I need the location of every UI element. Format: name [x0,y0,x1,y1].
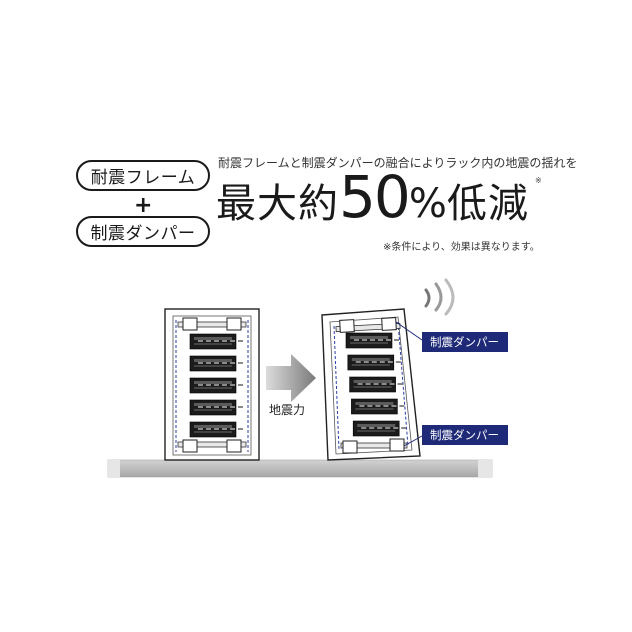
force-arrow [266,354,316,402]
rack-tilted [321,308,421,461]
ground-slab [107,459,493,478]
seismic-frame-label: 耐震フレーム [90,168,196,188]
ground-edge-left [108,460,120,477]
left-server-unit [189,333,243,350]
right-server-unit [351,398,405,415]
headline-percent: % [408,181,447,227]
headline-asterisk: ※ [535,176,542,185]
damper-callout-top-text: 制震ダンパー [430,335,499,349]
left-server-unit [189,399,243,416]
rack-static [164,308,260,461]
headline: 最大約 50 % 低減 [216,168,529,229]
damper-callout-bottom-text: 制震ダンパー [430,428,499,442]
right-server-unit [347,354,401,371]
right-server-unit [349,376,403,393]
right-server-unit [352,420,407,437]
left-server-unit [189,421,243,438]
damper-callout-top [422,332,508,352]
plus-sign: + [134,193,153,218]
headline-number: 50 [339,163,411,231]
vibration-icon [424,278,455,316]
headline-part2: 低減 [446,181,529,227]
right-server-unit [345,332,399,349]
left-server-unit [189,377,243,394]
damper-pill: 制震ダンパー [76,216,210,247]
headline-description: 耐震フレームと制震ダンパーの融合によりラック内の地震の揺れを [218,156,578,170]
leader-line-top [395,321,423,341]
ground-edge-right [478,460,492,477]
seismic-frame-pill: 耐震フレーム [76,160,210,191]
condition-note: ※条件により、効果は異なります。 [383,242,540,253]
headline-part1: 最大約 [216,181,339,227]
damper-label: 制震ダンパー [90,224,196,244]
damper-callout-bottom [422,425,508,445]
left-server-unit [189,355,243,372]
force-label: 地震力 [269,403,305,417]
leader-line-bottom [403,435,423,447]
